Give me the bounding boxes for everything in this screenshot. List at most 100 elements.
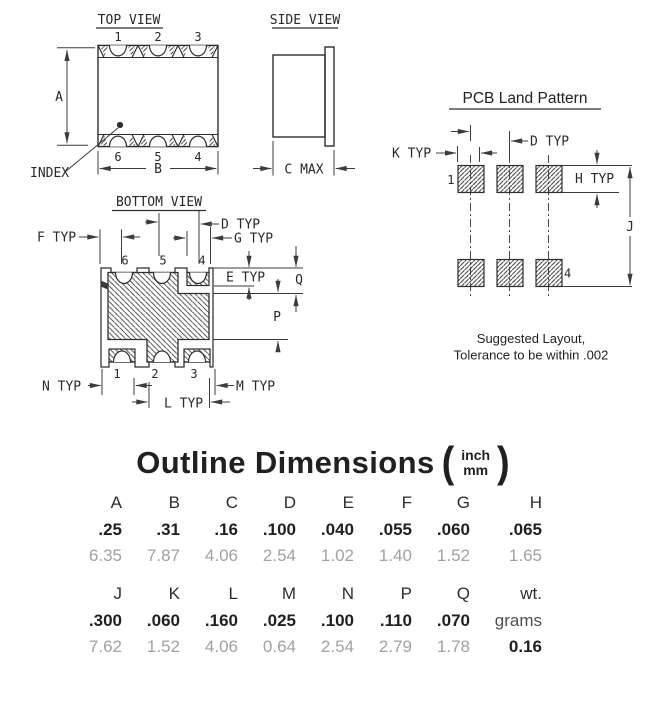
index-mark	[100, 280, 108, 290]
dim-table-mm-1: 6.35 7.87 4.06 2.54 1.02 1.40 1.52 1.65	[64, 543, 646, 569]
mm-value: 4.06	[204, 637, 238, 656]
svg-text:C MAX: C MAX	[284, 163, 323, 178]
dim-table-headers-1: A B C D E F G H	[64, 490, 646, 516]
dim-n-typ: N TYP	[42, 369, 152, 395]
land-pad	[535, 164, 563, 194]
dim-table-headers-2: J K L M N P Q wt.	[64, 581, 646, 607]
dim-k-typ: K TYP	[392, 146, 497, 162]
inch-value: .160	[204, 611, 238, 630]
svg-text:K TYP: K TYP	[392, 147, 431, 162]
dim-j: J	[562, 166, 634, 287]
mm-value: 1.78	[436, 637, 470, 656]
svg-text:INDEX: INDEX	[30, 166, 69, 181]
right-extension-lines	[213, 267, 303, 340]
col-header: A	[110, 493, 122, 512]
mm-value: 2.54	[320, 637, 354, 656]
castellation-pad	[137, 44, 179, 59]
inch-value: .31	[156, 520, 180, 539]
col-header: F	[401, 493, 412, 512]
mm-value: 2.54	[262, 546, 296, 565]
side-view-title: SIDE VIEW	[270, 13, 341, 28]
svg-text:F TYP: F TYP	[37, 231, 76, 246]
open-paren: (	[441, 439, 455, 487]
dim-table-inch-1: .25 .31 .16 .100 .040 .055 .060 .065	[64, 516, 646, 543]
castellation-pad	[97, 133, 139, 148]
bottom-view-title: BOTTOM VIEW	[116, 195, 202, 210]
index-dot	[116, 121, 124, 129]
col-header: C	[225, 493, 238, 512]
mm-value: 1.65	[508, 546, 542, 565]
pin-label: 2	[151, 367, 158, 381]
pin-label: 3	[194, 30, 201, 44]
castellation-pad	[97, 44, 139, 59]
pin-label: 1	[113, 367, 120, 381]
svg-text:H TYP: H TYP	[575, 172, 614, 187]
mm-value: 1.02	[320, 546, 354, 565]
col-header: N	[341, 584, 354, 603]
col-header: B	[168, 493, 180, 512]
outline-dimensions-title: Outline Dimensions ( inch mm )	[0, 439, 646, 487]
col-header: E	[342, 493, 354, 512]
svg-text:Q: Q	[295, 273, 303, 288]
inch-value: .25	[98, 520, 122, 539]
mm-value: 7.87	[146, 546, 180, 565]
pin-label: 3	[190, 367, 197, 381]
svg-text:J: J	[626, 220, 634, 235]
col-header: G	[456, 493, 470, 512]
layout-note-line1: Suggested Layout,	[477, 331, 585, 346]
dim-b: B	[97, 151, 219, 177]
inch-value: .110	[379, 611, 412, 630]
pin-label: 5	[159, 254, 166, 268]
pin-label: 6	[114, 150, 121, 164]
dim-p: P	[273, 279, 281, 353]
land-pad	[457, 164, 485, 194]
inch-value: .100	[320, 611, 354, 630]
dim-table-mm-2: 7.62 1.52 4.06 0.64 2.54 2.79 1.78 0.16	[64, 634, 646, 660]
land-pad	[496, 164, 524, 194]
dim-d-typ-bottom: D TYP	[145, 211, 260, 264]
package-outline	[100, 267, 214, 368]
weight-unit: grams	[494, 611, 542, 630]
dim-c-max: C MAX	[253, 141, 355, 178]
svg-text:A: A	[55, 90, 63, 105]
close-paren: )	[497, 439, 510, 487]
land-pad	[496, 258, 524, 288]
outline-drawing: TOP VIEW 1 2 3 6 5 4 A	[30, 13, 634, 412]
col-header: K	[168, 584, 180, 603]
dim-f-typ: F TYP	[37, 229, 140, 264]
top-view: TOP VIEW 1 2 3 6 5 4 A	[30, 13, 219, 181]
side-view-body	[272, 54, 326, 138]
pin-label: 4	[194, 150, 201, 164]
svg-text:N TYP: N TYP	[42, 380, 81, 395]
metal-area	[107, 271, 210, 363]
land-pad	[457, 258, 485, 288]
bottom-view-body	[100, 267, 214, 368]
pin-label: 2	[154, 30, 161, 44]
svg-text:G TYP: G TYP	[234, 232, 273, 247]
pin-label: 1	[114, 30, 121, 44]
col-header: P	[400, 584, 412, 603]
castellation-pad	[177, 44, 219, 59]
pin-label: 5	[154, 150, 161, 164]
mm-value: 1.40	[378, 546, 412, 565]
bottom-view: BOTTOM VIEW 6 5 4 1 2 3 F TYP	[37, 195, 303, 412]
dim-e-typ: E TYP	[226, 251, 265, 300]
dim-d-typ-land: D TYP	[451, 125, 569, 160]
weight-value: 0.16	[508, 637, 542, 656]
inch-value: .070	[436, 611, 470, 630]
unit-stack: inch mm	[461, 448, 490, 478]
index-callout: INDEX	[30, 127, 119, 181]
mm-value: 0.64	[262, 637, 296, 656]
inch-value: .025	[262, 611, 296, 630]
land-pad	[535, 258, 563, 288]
col-header: Q	[456, 584, 470, 603]
svg-text:L TYP: L TYP	[164, 397, 203, 412]
table-title-text: Outline Dimensions	[136, 445, 435, 480]
side-view-flange	[324, 46, 335, 147]
pad-label-last: 4	[564, 267, 571, 281]
unit-inch: inch	[461, 447, 491, 463]
mm-value: 6.35	[88, 546, 122, 565]
inch-value: .300	[88, 611, 122, 630]
mm-value: 7.62	[88, 637, 122, 656]
svg-text:P: P	[273, 310, 281, 325]
